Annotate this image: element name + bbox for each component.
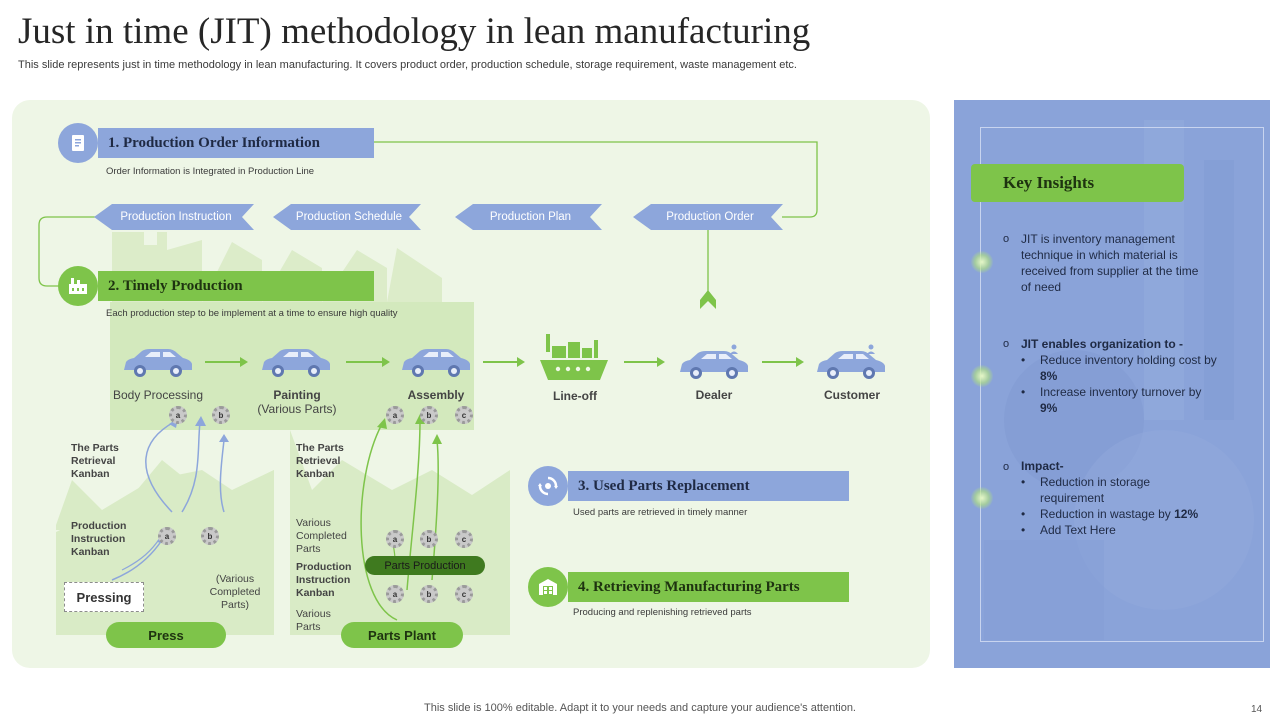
step-1-desc: Order Information is Integrated in Produ… <box>106 166 315 177</box>
bullet-dot: • <box>1021 523 1026 537</box>
car-icon-customer <box>817 344 885 379</box>
gear-b-icon: b <box>201 527 219 545</box>
ship-icon <box>540 334 608 380</box>
flow-arrow-production-order: Production Order <box>633 204 783 230</box>
pressing-box: Pressing <box>64 582 144 612</box>
plant-completed-parts: Various Completed Parts <box>296 517 347 555</box>
step-1-tick <box>371 128 374 158</box>
step-2-bar: 2. Timely Production <box>98 271 371 301</box>
press-instruction-label: Production Instruction Kanban <box>71 520 127 558</box>
step-3-bar: 3. Used Parts Replacement <box>568 471 846 501</box>
insight-3-bullet-2-value: 12% <box>1174 507 1199 521</box>
gear-a-icon: a <box>386 585 404 603</box>
plant-kanban-label: The Parts Retrieval Kanban <box>296 442 344 480</box>
bullet-circle: o <box>1003 338 1010 350</box>
step-1-bar: 1. Production Order Information <box>98 128 371 158</box>
gear-b-icon: b <box>212 406 230 424</box>
insight-2-bullet-1-text: Reduce inventory holding cost by <box>1040 353 1217 367</box>
plant-various-parts: Various Parts <box>296 608 331 633</box>
gear-c-icon: c <box>455 530 473 548</box>
insight-3-title: Impact- <box>1021 459 1064 473</box>
insight-3-bullet-2-text: Reduction in wastage by <box>1040 507 1175 521</box>
station-body-processing: Body Processing <box>112 388 204 402</box>
station-customer: Customer <box>823 388 880 402</box>
gear-b-icon: b <box>420 406 438 424</box>
insight-2-bullet-2-value: 9% <box>1040 401 1058 415</box>
insight-2-bullet-2-text: Increase inventory turnover by <box>1040 385 1202 399</box>
gear-b-icon: b <box>420 585 438 603</box>
parts-plant-pill: Parts Plant <box>341 622 463 648</box>
gear-c-icon: c <box>455 585 473 603</box>
step-3-desc: Used parts are retrieved in timely manne… <box>573 507 748 518</box>
bullet-dot: • <box>1021 353 1026 367</box>
insight-2-title: JIT enables organization to - <box>1021 337 1184 351</box>
bullet-circle: o <box>1003 461 1010 473</box>
station-assembly: Assembly <box>407 388 465 402</box>
factory-icon <box>58 266 98 306</box>
station-painting-sub: (Various Parts) <box>257 402 337 416</box>
insight-1: JIT is inventory management technique in… <box>1021 232 1199 294</box>
flow-arrow-production-instruction: Production Instruction <box>94 204 254 230</box>
gear-c-icon: c <box>455 406 473 424</box>
bullet-circle: o <box>1003 233 1010 245</box>
insight-2-bullet-2: Increase inventory turnover by 9% <box>1040 384 1220 416</box>
step-2-tick <box>371 271 374 301</box>
recycle-icon <box>528 466 568 506</box>
insight-3-bullet-1: Reduction in storage requirement <box>1040 475 1151 505</box>
gear-a-icon: a <box>169 406 187 424</box>
step-4-tick <box>846 572 849 602</box>
press-kanban-label: The Parts Retrieval Kanban <box>71 442 119 480</box>
bullet-dot: • <box>1021 507 1026 521</box>
gear-a-icon: a <box>386 406 404 424</box>
bullet-dot: • <box>1021 475 1026 489</box>
step-4-bar: 4. Retrieving Manufacturing Parts <box>568 572 846 602</box>
step-2-desc: Each production step to be implement at … <box>106 308 398 319</box>
plant-instruction-label: Production Instruction Kanban <box>296 561 352 599</box>
step-3-tick <box>846 471 849 501</box>
car-icon-painting <box>262 349 330 377</box>
press-pill: Press <box>106 622 226 648</box>
page-title: Just in time (JIT) methodology in lean m… <box>18 11 811 52</box>
glow-marker <box>971 251 993 273</box>
key-insights-heading: Key Insights <box>971 164 1184 202</box>
footer-note: This slide is 100% editable. Adapt it to… <box>424 702 856 714</box>
parts-production-badge: Parts Production <box>365 556 485 575</box>
glow-marker <box>971 365 993 387</box>
bullet-dot: • <box>1021 385 1026 399</box>
car-icon-dealer <box>680 344 748 379</box>
insight-2-bullet-1-value: 8% <box>1040 369 1058 383</box>
press-various-parts: (Various Completed Parts) <box>209 573 261 611</box>
warehouse-icon <box>528 567 568 607</box>
page-subtitle: This slide represents just in time metho… <box>18 59 797 71</box>
gear-b-icon: b <box>420 530 438 548</box>
station-painting: Painting <box>273 388 321 402</box>
flow-arrow-production-schedule: Production Schedule <box>273 204 421 230</box>
gear-a-icon: a <box>158 527 176 545</box>
page-number: 14 <box>1251 704 1263 715</box>
document-icon <box>58 123 98 163</box>
car-icon-assembly <box>402 349 470 377</box>
insight-3-bullet-3: Add Text Here <box>1040 523 1116 537</box>
car-icon-body <box>124 349 192 377</box>
station-dealer: Dealer <box>695 388 733 402</box>
station-line-off: Line-off <box>553 389 597 403</box>
insight-2-bullet-1: Reduce inventory holding cost by 8% <box>1040 352 1220 384</box>
gear-a-icon: a <box>386 530 404 548</box>
insight-3-bullet-2: Reduction in wastage by 12% <box>1040 506 1240 522</box>
flow-arrow-production-plan: Production Plan <box>455 204 602 230</box>
step-4-desc: Producing and replenishing retrieved par… <box>573 607 752 618</box>
glow-marker <box>971 487 993 509</box>
